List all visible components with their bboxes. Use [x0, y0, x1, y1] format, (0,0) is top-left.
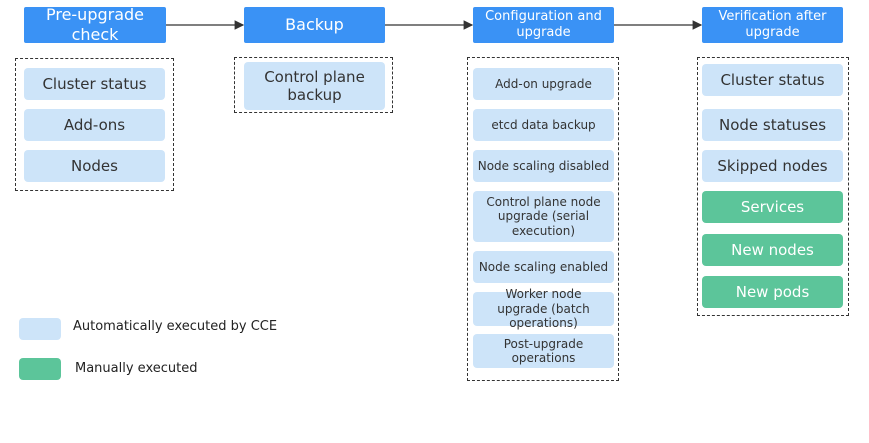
stage-backup-label: Backup	[285, 15, 344, 34]
legend-manual-swatch	[19, 358, 61, 380]
step-control-plane-backup: Control plane backup	[244, 62, 385, 110]
stage-pre-upgrade-label: Pre-upgrade check	[45, 5, 145, 44]
step-control-plane-node-upgrade: Control plane node upgrade (serial execu…	[473, 191, 614, 242]
step-verify-cluster-status: Cluster status	[702, 64, 843, 96]
step-node-scaling-enabled: Node scaling enabled	[473, 251, 614, 283]
step-new-pods: New pods	[702, 276, 843, 308]
legend-manual-label: Manually executed	[75, 361, 198, 376]
group-backup	[234, 57, 393, 113]
step-skipped-nodes: Skipped nodes	[702, 150, 843, 182]
group-configuration-and-upgrade	[467, 57, 619, 381]
step-post-upgrade-operations: Post-upgrade operations	[473, 334, 614, 368]
stage-pre-upgrade-check: Pre-upgrade check	[24, 5, 166, 44]
stage-verification-after-upgrade: Verification after upgrade	[702, 7, 843, 43]
legend-auto-label: Automatically executed by CCE	[73, 319, 278, 334]
stage-backup: Backup	[244, 7, 385, 43]
legend-auto-swatch	[19, 318, 61, 340]
stage-configuration-and-upgrade: Configuration and upgrade	[473, 7, 614, 43]
stage-config-label: Configuration and upgrade	[485, 8, 602, 40]
step-add-ons: Add-ons	[24, 109, 165, 141]
step-node-statuses: Node statuses	[702, 109, 843, 141]
step-node-scaling-disabled: Node scaling disabled	[473, 150, 614, 182]
step-services: Services	[702, 191, 843, 223]
step-etcd-data-backup: etcd data backup	[473, 109, 614, 141]
step-add-on-upgrade: Add-on upgrade	[473, 68, 614, 100]
step-nodes: Nodes	[24, 150, 165, 182]
stage-verification-label: Verification after upgrade	[718, 8, 827, 40]
group-pre-upgrade-check	[15, 58, 174, 191]
step-worker-node-upgrade: Worker node upgrade (batch operations)	[473, 287, 614, 330]
step-new-nodes: New nodes	[702, 234, 843, 266]
step-cluster-status: Cluster status	[24, 68, 165, 100]
group-verification-after-upgrade	[697, 57, 849, 316]
